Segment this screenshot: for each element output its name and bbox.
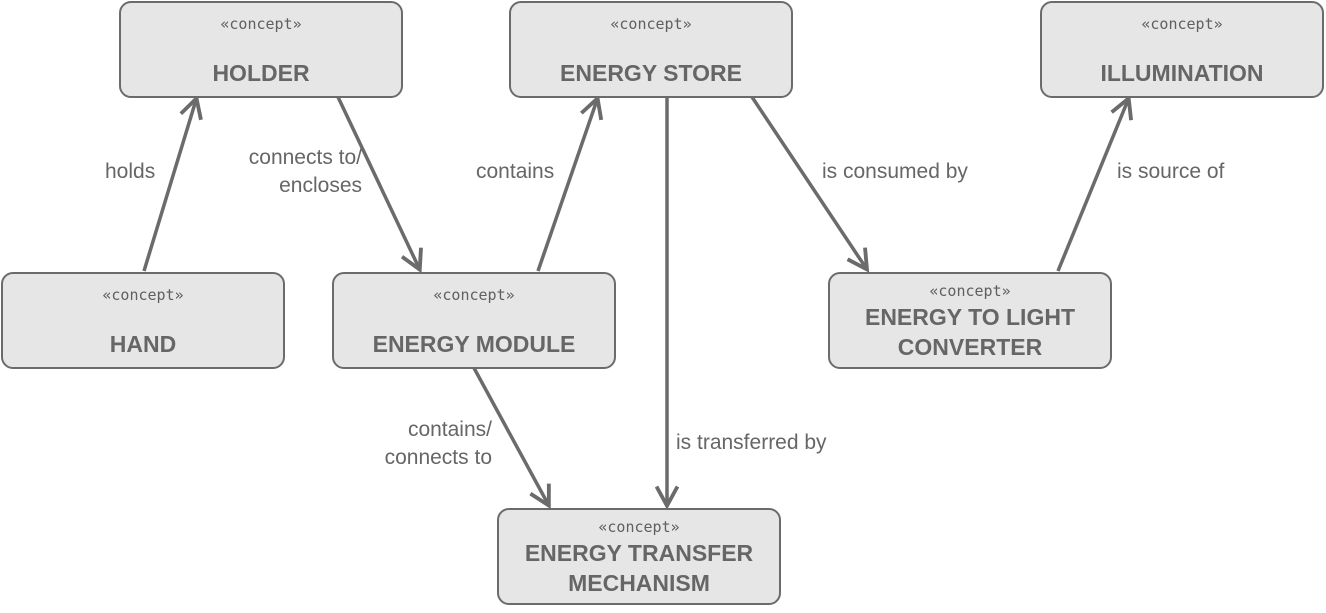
node-energy-module[interactable]: «concept» ENERGY MODULE xyxy=(332,272,616,369)
edge-converter-source-of-illumination xyxy=(1056,100,1128,272)
stereotype-label: «concept» xyxy=(433,286,515,304)
edge-label-is-transferred-by: is transferred by xyxy=(676,431,827,454)
edge-energy-store-consumed-by-converter xyxy=(750,96,866,268)
node-energy-to-light-converter[interactable]: «concept» ENERGY TO LIGHT CONVERTER xyxy=(828,272,1112,369)
stereotype-label: «concept» xyxy=(598,518,680,536)
node-title: ENERGY TRANSFER MECHANISM xyxy=(524,540,754,596)
edge-label-is-consumed-by: is consumed by xyxy=(822,160,968,183)
edge-label-contains-connects: contains/ connects to xyxy=(384,418,492,469)
node-energy-transfer-mechanism[interactable]: «concept» ENERGY TRANSFER MECHANISM xyxy=(497,508,781,605)
edge-energy-module-contains-energy-store xyxy=(536,100,597,272)
node-hand[interactable]: «concept» HAND xyxy=(1,272,285,369)
node-title: ENERGY STORE xyxy=(560,60,742,86)
edge-hand-holds-holder xyxy=(142,100,196,272)
edge-energy-module-contains-transfer-mechanism xyxy=(472,367,548,504)
node-holder[interactable]: «concept» HOLDER xyxy=(119,1,403,98)
node-title: ILLUMINATION xyxy=(1100,60,1264,86)
node-title: HAND xyxy=(109,331,177,357)
edge-label-is-source-of: is source of xyxy=(1117,160,1225,183)
node-title: HOLDER xyxy=(212,60,310,86)
node-illumination[interactable]: «concept» ILLUMINATION xyxy=(1040,1,1324,98)
stereotype-label: «concept» xyxy=(220,15,302,33)
stereotype-label: «concept» xyxy=(102,286,184,304)
edge-holder-connects-energy-module xyxy=(336,96,419,268)
node-title: ENERGY TO LIGHT CONVERTER xyxy=(864,304,1075,360)
stereotype-label: «concept» xyxy=(1141,15,1223,33)
edge-label-contains: contains xyxy=(476,160,555,183)
stereotype-label: «concept» xyxy=(610,15,692,33)
node-energy-store[interactable]: «concept» ENERGY STORE xyxy=(509,1,793,98)
edge-label-connects-encloses: connects to/ encloses xyxy=(248,146,362,197)
stereotype-label: «concept» xyxy=(929,282,1011,300)
node-title: ENERGY MODULE xyxy=(372,331,576,357)
edge-label-holds: holds xyxy=(105,160,156,183)
